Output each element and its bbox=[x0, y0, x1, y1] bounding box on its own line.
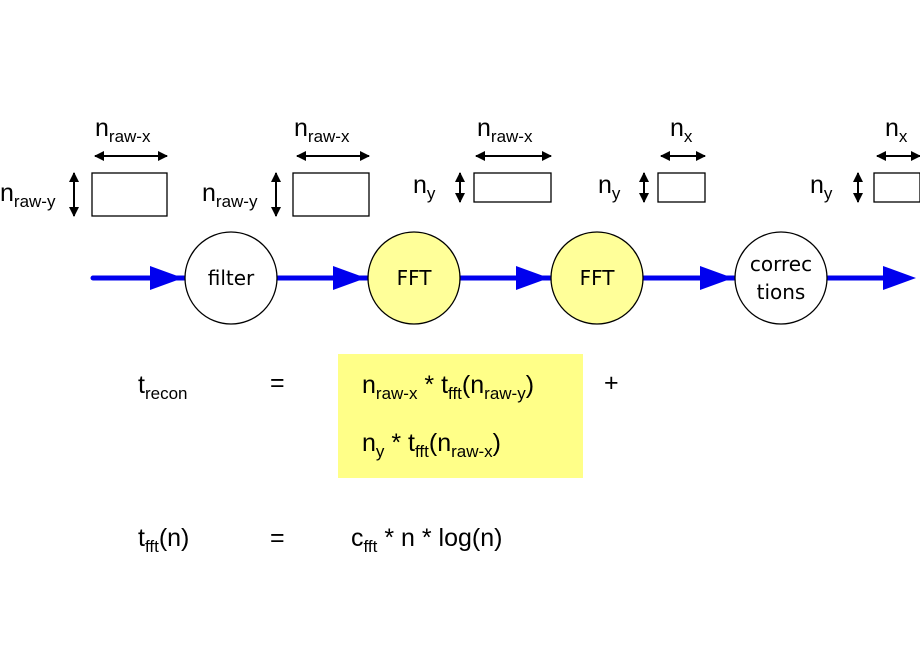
node-label: FFT bbox=[397, 266, 433, 290]
flow-arrowhead-4 bbox=[700, 266, 733, 290]
flow-arrowhead-3 bbox=[516, 266, 549, 290]
recon-lhs: trecon bbox=[138, 371, 187, 403]
array-shape-2: nraw-x nraw-y bbox=[202, 114, 370, 217]
recon-term-1: nraw-x * tfft(nraw-y) bbox=[362, 371, 534, 403]
array-shape-4: nx ny bbox=[598, 114, 706, 203]
node-3: FFT bbox=[550, 231, 644, 325]
node-label: correc bbox=[750, 252, 812, 276]
array-box bbox=[473, 172, 552, 203]
flow-arrowhead-2 bbox=[333, 266, 366, 290]
array-shape-3: nraw-x ny bbox=[413, 114, 552, 203]
fft-lhs: tfft(n) bbox=[138, 524, 189, 556]
recon-term-2: ny * tfft(nraw-x) bbox=[362, 429, 501, 461]
height-label: nraw-y bbox=[0, 179, 56, 211]
node-circle bbox=[550, 231, 644, 325]
width-label: nraw-x bbox=[95, 114, 151, 146]
array-shapes: nraw-x nraw-y nraw-x nraw-y nraw-x ny nx ny nx ny bbox=[0, 114, 920, 217]
recon-equals: = bbox=[270, 369, 285, 397]
node-1: filter bbox=[184, 231, 278, 325]
width-label: nraw-x bbox=[294, 114, 350, 146]
recon-plus: + bbox=[604, 369, 619, 397]
fft-equation: tfft(n) = cfft * n * log(n) bbox=[138, 524, 502, 556]
node-label: filter bbox=[208, 266, 255, 290]
width-label: nx bbox=[670, 114, 693, 146]
flow-arrowhead-1 bbox=[150, 266, 183, 290]
width-label: nraw-x bbox=[477, 114, 533, 146]
recon-equation: trecon = nraw-x * tfft(nraw-y) + ny * tf… bbox=[138, 369, 619, 461]
node-label: tions bbox=[757, 280, 806, 304]
height-label: ny bbox=[810, 171, 833, 203]
array-box bbox=[657, 172, 706, 203]
array-box bbox=[292, 172, 370, 217]
formula-highlight bbox=[338, 354, 583, 478]
fft-rhs: cfft * n * log(n) bbox=[351, 524, 502, 556]
node-label: FFT bbox=[580, 266, 616, 290]
node-2: FFT bbox=[367, 231, 461, 325]
height-label: nraw-y bbox=[202, 179, 258, 211]
height-label: ny bbox=[598, 171, 621, 203]
flow-arrowhead-5 bbox=[883, 266, 916, 290]
node-circle bbox=[367, 231, 461, 325]
fft-equals: = bbox=[270, 524, 285, 552]
processing-nodes: filter FFT FFT correc tions bbox=[184, 231, 828, 325]
array-box bbox=[91, 172, 168, 217]
height-label: ny bbox=[413, 171, 436, 203]
array-box bbox=[873, 172, 920, 203]
array-shape-1: nraw-x nraw-y bbox=[0, 114, 168, 217]
node-4: correc tions bbox=[734, 231, 828, 325]
width-label: nx bbox=[885, 114, 908, 146]
node-circle bbox=[734, 231, 828, 325]
array-shape-5: nx ny bbox=[810, 114, 920, 203]
node-circle bbox=[184, 231, 278, 325]
